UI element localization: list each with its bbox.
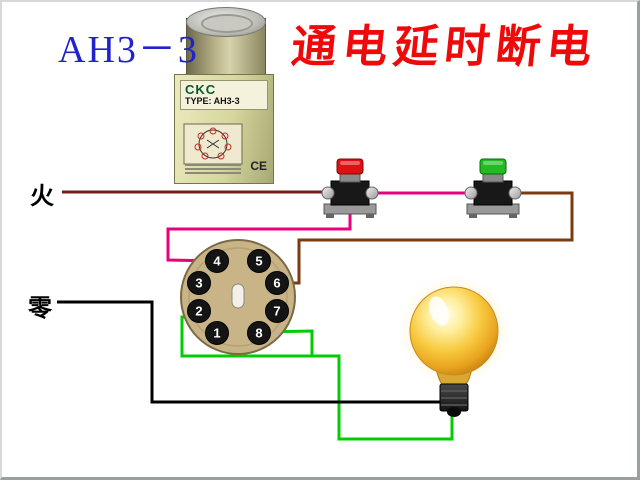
terminal-screw	[508, 186, 522, 200]
wire-brown-to-socket	[275, 191, 574, 285]
socket-pin-label: 4	[213, 254, 221, 269]
terminal-screw	[464, 186, 478, 200]
socket-inner-ring	[188, 247, 288, 347]
button-foot	[469, 214, 477, 218]
button-foot	[326, 214, 334, 218]
socket-pin-8: 8	[247, 321, 271, 345]
light-bulb	[399, 276, 509, 417]
socket-pin-label: 7	[273, 304, 280, 319]
terminal-screw	[365, 186, 379, 200]
wire-neutral	[57, 300, 444, 404]
cap-highlight	[340, 161, 360, 165]
socket-pin-4: 4	[205, 249, 229, 273]
neutral-wire-label: 零	[28, 296, 52, 322]
socket-pin-7: 7	[265, 299, 289, 323]
relay-cylinder	[186, 7, 266, 80]
button-body	[473, 180, 513, 206]
button-foot	[366, 214, 374, 218]
bulb-contact-tip	[447, 407, 461, 417]
bulb-glass	[409, 286, 499, 376]
cap-highlight	[483, 161, 503, 165]
socket-pin-label: 2	[195, 304, 202, 319]
terminal-screw	[321, 186, 335, 200]
socket-pin-label: 3	[195, 276, 202, 291]
button-cap-green	[479, 158, 507, 175]
socket-pin-label: 5	[255, 254, 262, 269]
socket-pin-1: 1	[205, 321, 229, 345]
model-title: AH3－3	[58, 29, 199, 71]
wire-magenta-to-socket	[166, 206, 352, 263]
function-title: 通电延时断电	[288, 22, 601, 72]
live-wire-label: 火	[30, 184, 54, 210]
relay-cylinder-top	[186, 7, 266, 37]
socket-pin-label: 8	[255, 326, 262, 341]
button-body	[330, 180, 370, 206]
wire-green-to-bulb	[312, 354, 454, 441]
relay-type: TYPE: AH3-3	[185, 96, 240, 106]
button-foot	[509, 214, 517, 218]
socket-keyway	[231, 283, 245, 309]
socket-pin-3: 3	[187, 271, 211, 295]
socket-pin-label: 1	[213, 326, 220, 341]
button-cap-red	[336, 158, 364, 175]
wires	[57, 190, 574, 441]
socket-pin-2: 2	[187, 299, 211, 323]
relay-ce-mark: CE	[250, 159, 267, 173]
socket-pin-6: 6	[265, 271, 289, 295]
timer-relay-unit: CKC TYPE: AH3-3 CE	[174, 7, 276, 186]
relay-schematic-icon	[183, 123, 243, 165]
socket-pin-label: 6	[273, 276, 280, 291]
pushbutton-red	[321, 158, 379, 218]
relay-socket-base: 1 2 3 4 5 6 7	[180, 239, 296, 355]
relay-brand: CKC	[185, 82, 217, 97]
socket-pin-5: 5	[247, 249, 271, 273]
bulb-highlight	[429, 296, 449, 326]
relay-body: CKC TYPE: AH3-3 CE	[174, 74, 274, 184]
pushbutton-green	[464, 158, 522, 218]
relay-fine-print	[185, 164, 241, 176]
relay-label-plate: CKC TYPE: AH3-3	[180, 80, 268, 110]
relay-cylinder-ring	[201, 14, 253, 33]
